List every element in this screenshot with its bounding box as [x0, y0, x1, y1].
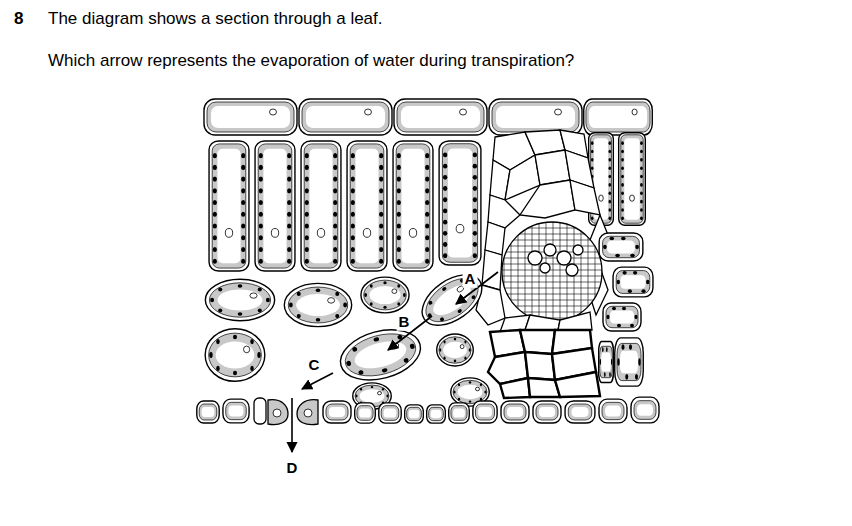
vein-part — [557, 251, 571, 265]
vein-part — [544, 244, 556, 256]
lower-epidermis-part — [501, 401, 529, 423]
vein-part — [573, 245, 583, 255]
spongy-mesophyll-part — [205, 329, 265, 382]
vein-part — [535, 150, 570, 185]
palisade-layer-part — [619, 133, 646, 226]
lower-epidermis-part — [427, 405, 446, 423]
vein-part — [558, 312, 592, 330]
right-side-cells-part — [613, 267, 653, 297]
vein-part — [570, 180, 600, 215]
right-side-cells — [598, 233, 653, 386]
arrow-label: D — [285, 460, 300, 477]
palisade-layer-part — [209, 141, 249, 271]
lower-epidermis-part — [565, 401, 595, 423]
right-side-cells-part — [615, 338, 644, 386]
lower-epidermis-part — [631, 397, 659, 423]
arrow-label: A — [463, 271, 478, 288]
vein-lower-cells-part — [500, 378, 530, 398]
vein-part — [520, 180, 575, 218]
arrow-label: B — [397, 314, 412, 331]
lower-epidermis-part — [323, 401, 351, 423]
lower-epidermis-part — [197, 401, 219, 423]
vein-part — [502, 222, 602, 322]
right-side-cells-part — [599, 233, 643, 261]
guard-cells-part — [254, 398, 266, 424]
lower-epidermis-part — [355, 403, 376, 423]
vein-lower-cells-part — [520, 330, 555, 354]
question-text: The diagram shows a section through a le… — [48, 8, 383, 29]
vein-part — [482, 250, 502, 290]
vein-part — [528, 251, 542, 265]
palisade-layer-part — [301, 141, 341, 271]
guard-cells-part — [273, 409, 281, 417]
lower-epidermis-part — [449, 403, 470, 423]
lower-epidermis-part — [599, 399, 627, 423]
vein-lower-cells-part — [525, 352, 555, 380]
guard-cells-part — [304, 409, 312, 417]
lower-epidermis-part — [473, 401, 497, 423]
lower-epidermis-part — [405, 405, 424, 423]
palisade-layer-part — [255, 141, 295, 271]
upper-epidermis — [204, 99, 652, 135]
spongy-mesophyll — [205, 265, 491, 410]
vein-lower-cells-part — [555, 372, 600, 397]
spongy-mesophyll-part — [437, 334, 474, 366]
arrows — [292, 272, 498, 452]
guard-cells — [254, 398, 318, 425]
spongy-mesophyll-part — [205, 279, 274, 320]
lower-epidermis-part — [533, 401, 561, 423]
lower-epidermis-part — [379, 403, 401, 423]
vein-part — [525, 315, 560, 330]
upper-epidermis-part — [394, 99, 487, 135]
palisade-layer-part — [393, 141, 433, 271]
lower-epidermis — [197, 397, 659, 423]
upper-epidermis-part — [204, 99, 297, 135]
spongy-mesophyll-part — [284, 283, 351, 326]
vein-part — [566, 264, 578, 276]
palisade-layer-part — [439, 141, 481, 265]
question-text: Which arrow represents the evaporation o… — [48, 50, 574, 71]
vein-part — [540, 263, 550, 273]
upper-epidermis-part — [489, 99, 582, 135]
lower-epidermis-part — [223, 399, 249, 423]
upper-epidermis-part — [299, 99, 392, 135]
right-side-cells-part — [603, 303, 641, 331]
arrow-d — [291, 398, 293, 452]
guard-cells-part — [297, 400, 318, 425]
arrow-c — [302, 373, 333, 389]
right-side-cells-part — [598, 342, 613, 383]
vein-lower-cells — [488, 330, 600, 398]
guard-cells-part — [268, 400, 288, 425]
vein-part — [485, 222, 505, 255]
spongy-mesophyll-part — [413, 265, 491, 336]
palisade-layer-part — [347, 141, 387, 271]
vein — [476, 130, 610, 332]
spongy-mesophyll-part — [361, 277, 409, 313]
arrow-label: C — [307, 357, 322, 374]
question-number: 8 — [14, 8, 23, 29]
upper-epidermis-part — [584, 99, 653, 135]
